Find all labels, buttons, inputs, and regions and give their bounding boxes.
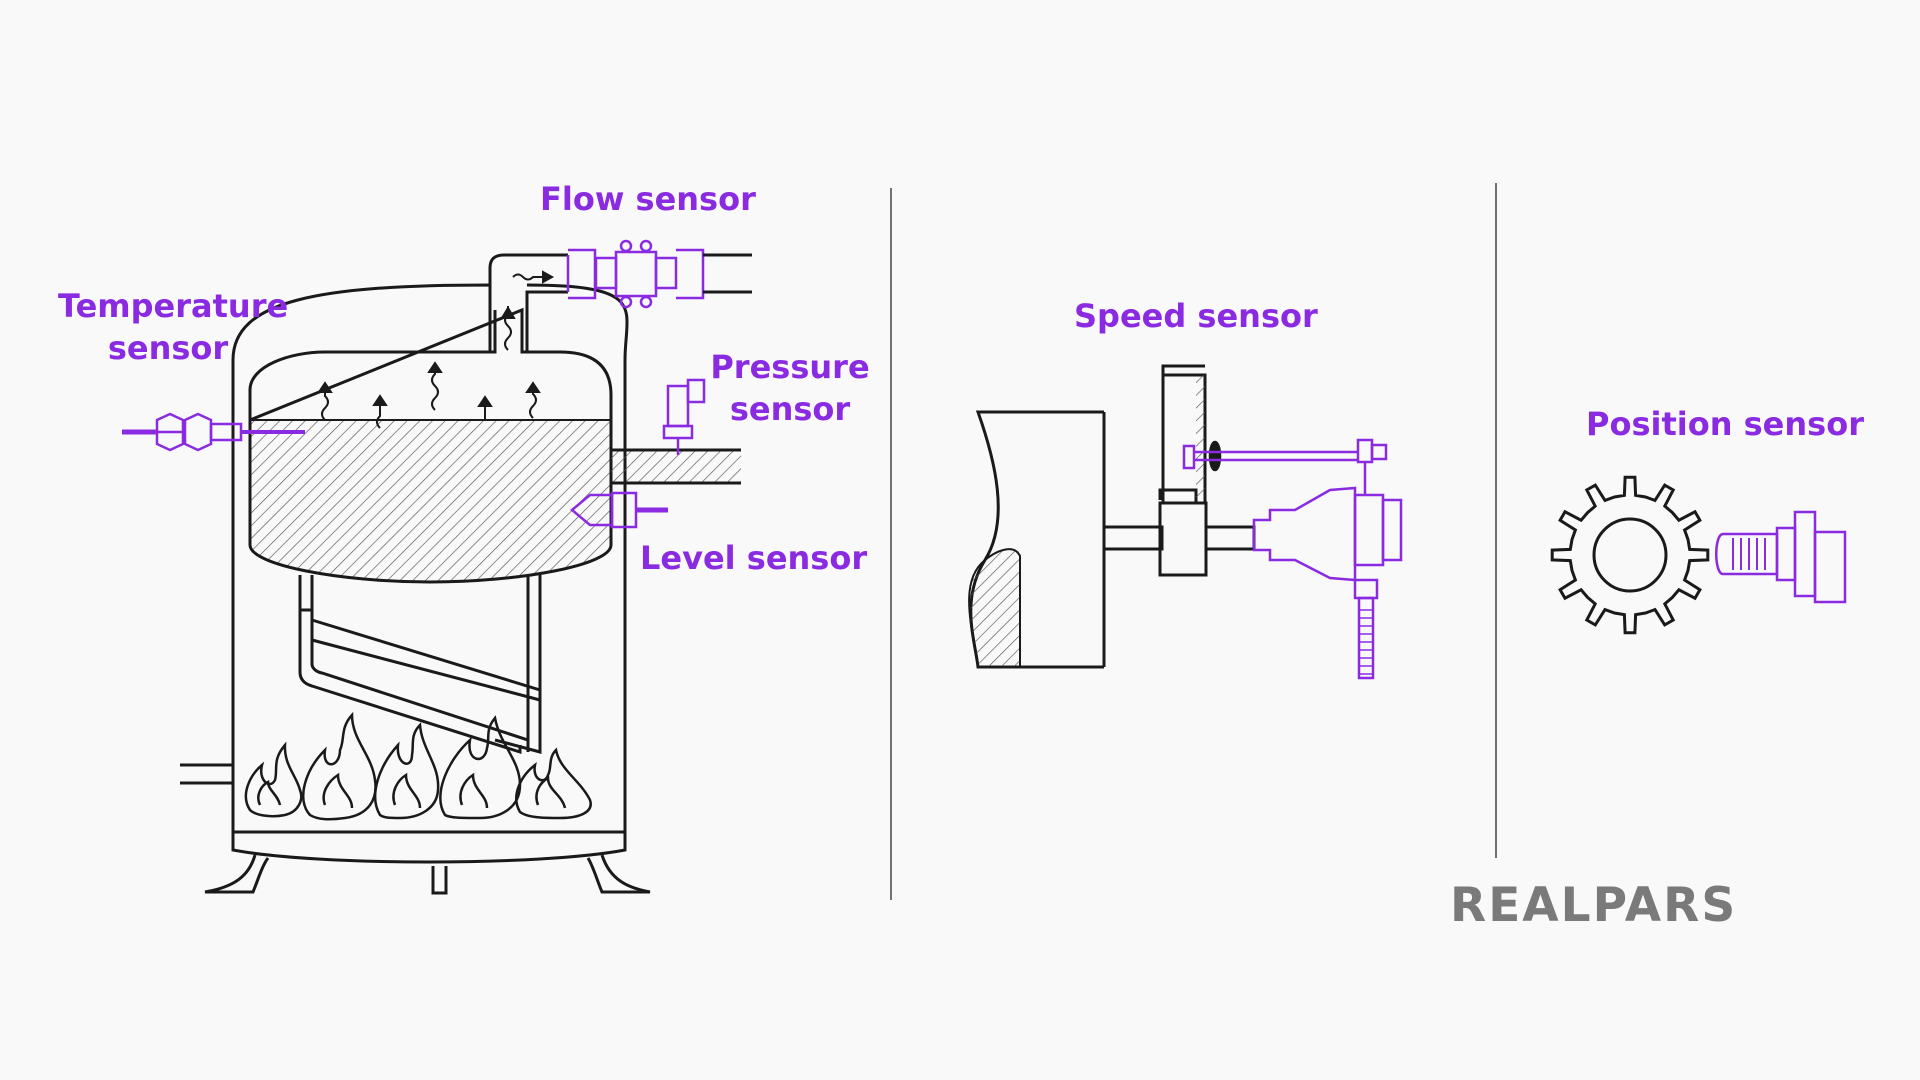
pressure-label-line2: sensor [729, 390, 851, 428]
outlet-pipe [611, 448, 741, 485]
motor-hatch [968, 548, 1021, 668]
temperature-sensor-label: Temperature sensor [58, 285, 289, 369]
level-sensor-label: Level sensor [640, 539, 868, 577]
speed-sensor-label: Speed sensor [1074, 297, 1318, 335]
gear-icon [1550, 475, 1710, 635]
temperature-label-line2: sensor [107, 329, 229, 367]
bracket-hatch [1196, 375, 1205, 500]
temperature-label-line1: Temperature [58, 287, 289, 325]
flow-pipe [703, 253, 752, 294]
level-sensor-icon [570, 491, 668, 529]
boiler-base [204, 830, 651, 895]
position-sensor-label: Position sensor [1586, 405, 1864, 443]
inner-drum [248, 307, 613, 584]
burner-flames [244, 711, 592, 821]
position-sensor-icon [1715, 510, 1847, 604]
realpars-logo: REALPARS [1450, 878, 1738, 933]
pressure-label-line1: Pressure [710, 348, 870, 386]
pressure-sensor-label: Pressure sensor [706, 346, 874, 430]
flow-sensor-label: Flow sensor [540, 180, 756, 218]
temperature-sensor-icon [122, 412, 305, 452]
steam-pipe [488, 253, 568, 352]
pressure-sensor-icon [662, 378, 706, 455]
steam-arrows [317, 270, 555, 429]
speed-sensor-icon [1182, 438, 1403, 680]
heating-coil [298, 575, 542, 755]
flow-sensor-icon [566, 239, 705, 309]
